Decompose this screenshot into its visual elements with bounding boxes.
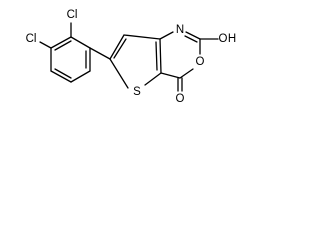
bond <box>109 34 125 60</box>
bond <box>39 41 52 49</box>
bond <box>54 40 72 51</box>
bond <box>159 31 174 40</box>
chemical-structure: Cl Cl S N O O H O <box>26 9 237 105</box>
bond <box>50 36 72 49</box>
atom-label-cl: Cl <box>26 33 37 45</box>
atom-label-o: O <box>176 93 185 105</box>
bond <box>113 38 127 59</box>
atom-label-s: S <box>133 86 141 98</box>
bond <box>70 70 91 83</box>
atom-label-n: N <box>176 24 184 36</box>
bond <box>123 34 161 40</box>
bond <box>144 72 162 86</box>
bond <box>109 58 129 89</box>
atom-label-o: O <box>196 56 205 68</box>
bond <box>54 68 72 79</box>
bond <box>185 31 201 40</box>
atom-label-h: H <box>228 33 236 45</box>
bond <box>159 38 162 74</box>
bond <box>179 68 194 79</box>
bond <box>184 35 198 43</box>
bond <box>155 41 158 71</box>
bond <box>89 47 111 60</box>
bond <box>70 36 91 49</box>
atom-label-o: O <box>219 33 228 45</box>
bond <box>50 70 72 83</box>
bond <box>160 72 181 79</box>
atom-label-cl: Cl <box>67 9 78 21</box>
